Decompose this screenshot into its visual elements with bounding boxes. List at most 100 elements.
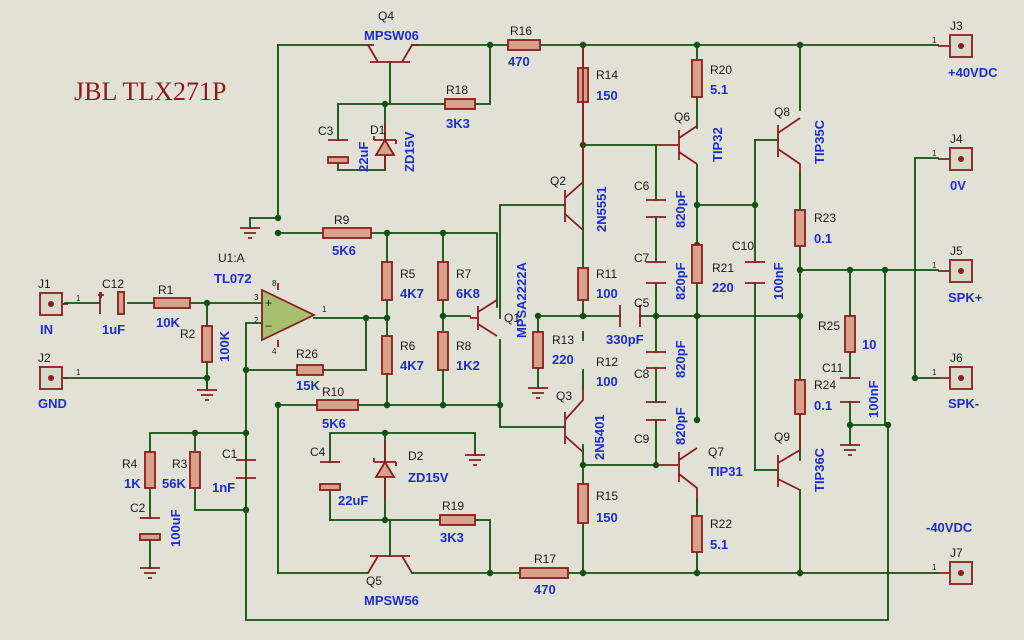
resistor-value-r23: 0.1 [814, 231, 832, 246]
connector-pin-j1: 1 [76, 294, 81, 303]
resistor-value-r12: 100 [596, 374, 618, 389]
resistor-value-r11: 100 [596, 286, 618, 301]
connector-label-j2: GND [38, 396, 67, 411]
transistor-value-q3: 2N5401 [592, 414, 607, 460]
resistor-value-r17: 470 [534, 582, 556, 597]
resistor-ref-r6: R6 [400, 339, 416, 353]
transistor-value-q6: TIP32 [710, 127, 725, 162]
connector-label-j1: IN [40, 322, 53, 337]
resistor-ref-r15: R15 [596, 489, 618, 503]
transistor-value-q9: TIP36C [812, 447, 827, 492]
resistor-value-r5: 4K7 [400, 286, 424, 301]
transistor-ref-q2: Q2 [550, 174, 566, 188]
transistor-ref-q3: Q3 [556, 389, 572, 403]
resistor-value-r2: 100K [217, 330, 232, 362]
capacitor-ref-c9: C9 [634, 432, 650, 446]
resistor-value-r13: 220 [552, 352, 574, 367]
resistor-ref-r25: R25 [818, 319, 840, 333]
resistor-value-r18: 3K3 [446, 116, 470, 131]
opamp-plus-sign: + [265, 296, 272, 310]
connector-boxes [39, 34, 973, 585]
connector-label-j7: -40VDC [926, 520, 973, 535]
resistor-value-r8: 1K2 [456, 358, 480, 373]
resistor-value-r1: 10K [156, 315, 180, 330]
capacitor-value-c3: 22uF [356, 142, 371, 172]
resistor-value-r4: 1K [124, 476, 141, 491]
resistor-ref-r18: R18 [446, 83, 468, 97]
connector-ref-j7: J7 [950, 546, 963, 560]
connector-ref-j3: J3 [950, 19, 963, 33]
resistor-ref-r14: R14 [596, 68, 618, 82]
resistor-ref-r4: R4 [122, 457, 138, 471]
resistor-value-r15: 150 [596, 510, 618, 525]
capacitor-ref-c2: C2 [130, 501, 146, 515]
transistor-value-q8: TIP35C [812, 119, 827, 164]
resistor-ref-r16: R16 [510, 24, 532, 38]
resistor-value-r21: 220 [712, 280, 734, 295]
transistor-value-q1: MPSA2222A [514, 262, 529, 338]
resistor-ref-r26: R26 [296, 347, 318, 361]
resistor-ref-r1: R1 [158, 283, 174, 297]
capacitor-ref-c8: C8 [634, 367, 650, 381]
transistor-ref-q4: Q4 [378, 9, 394, 23]
resistor-value-r24: 0.1 [814, 398, 832, 413]
capacitor-ref-c6: C6 [634, 179, 650, 193]
transistor-ref-q6: Q6 [674, 110, 690, 124]
resistor-ref-r2: R2 [180, 327, 196, 341]
opamp-pin-8: 8 [272, 279, 277, 288]
capacitor-ref-c11: C11 [822, 361, 843, 375]
capacitor-ref-c10: C10 [732, 239, 754, 253]
opamp-pin-1: 1 [322, 305, 327, 314]
transistor-symbols [367, 44, 801, 574]
resistor-ref-r20: R20 [710, 63, 732, 77]
transistor-value-q4: MPSW06 [364, 28, 419, 43]
connector-pin-j6: 1 [932, 368, 937, 377]
resistor-ref-r17: R17 [534, 552, 556, 566]
connector-ref-j2: J2 [38, 351, 51, 365]
connector-pin-j7: 1 [932, 563, 937, 572]
resistor-value-r7: 6K8 [456, 286, 480, 301]
connector-pin-j5: 1 [932, 261, 937, 270]
resistor-ref-r21: R21 [712, 261, 734, 275]
resistor-ref-r5: R5 [400, 267, 416, 281]
resistor-value-r26: 15K [296, 378, 320, 393]
capacitor-ref-c5: C5 [634, 296, 650, 310]
resistor-bodies [144, 39, 856, 579]
opamp-body [261, 288, 317, 342]
opamp-pin-2: 2 [254, 316, 259, 325]
capacitor-ref-c7: C7 [634, 251, 650, 265]
transistor-ref-q1: Q1 [504, 311, 520, 325]
resistor-ref-r3: R3 [172, 457, 188, 471]
resistor-value-r25: 10 [862, 337, 876, 352]
diode-value-d2: ZD15V [408, 470, 449, 485]
resistor-ref-r13: R13 [552, 333, 574, 347]
transistor-value-q5: MPSW56 [364, 593, 419, 608]
resistor-value-r20: 5.1 [710, 82, 728, 97]
capacitor-value-c4: 22uF [338, 493, 368, 508]
opamp-value: TL072 [214, 271, 252, 286]
transistor-value-q2: 2N5551 [594, 186, 609, 232]
capacitor-value-c8: 820pF [673, 340, 688, 378]
connector-ref-j4: J4 [950, 132, 963, 146]
resistor-ref-r12: R12 [596, 355, 618, 369]
diode-value-d1: ZD15V [402, 131, 417, 172]
resistor-ref-r23: R23 [814, 211, 836, 225]
capacitor-value-c7: 820pF [673, 262, 688, 300]
capacitor-ref-c4: C4 [310, 445, 326, 459]
capacitor-value-c10: 100nF [771, 262, 786, 300]
connector-ref-j1: J1 [38, 277, 51, 291]
capacitor-ref-c1: C1 [222, 447, 238, 461]
capacitor-value-c6: 820pF [673, 190, 688, 228]
capacitor-value-c11: 100nF [866, 380, 881, 418]
resistor-ref-r7: R7 [456, 267, 472, 281]
capacitor-plates [98, 139, 860, 541]
transistor-ref-q8: Q8 [774, 105, 790, 119]
diode-ref-d1: D1 [370, 123, 386, 137]
resistor-value-r14: 150 [596, 88, 618, 103]
resistor-ref-r11: R11 [596, 267, 617, 281]
connector-pin-j3: 1 [932, 36, 937, 45]
resistor-ref-r22: R22 [710, 517, 732, 531]
opamp-pin-3: 3 [254, 293, 259, 302]
